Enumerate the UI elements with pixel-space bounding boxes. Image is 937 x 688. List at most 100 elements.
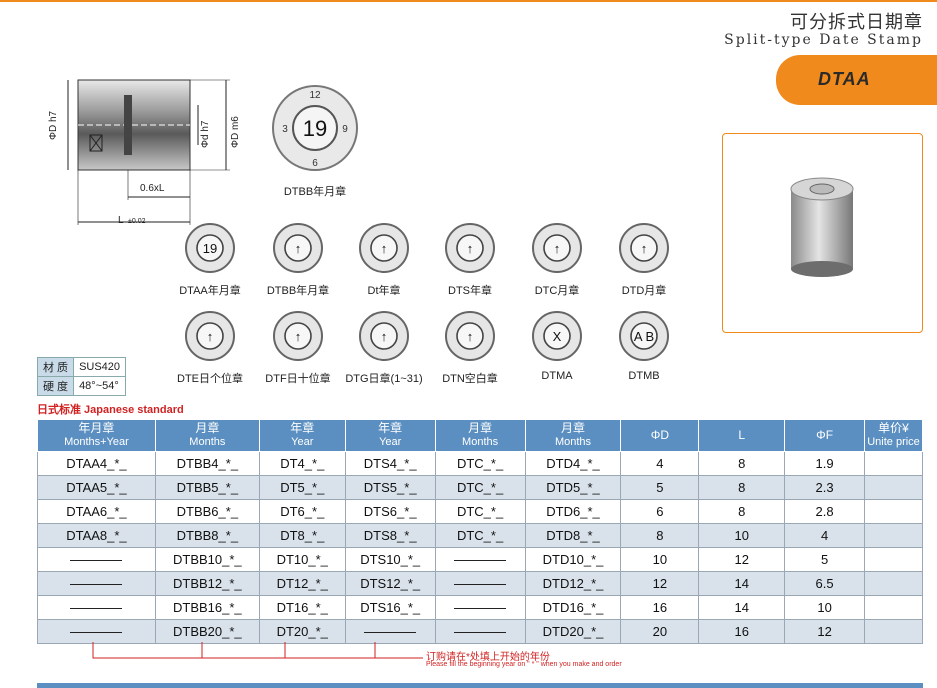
table-cell: DTBB6_*_ xyxy=(154,499,260,524)
stamp-face: ↑ xyxy=(359,223,409,273)
material-row: 材 质 SUS420 xyxy=(36,357,127,377)
dash-line xyxy=(454,560,507,562)
table-cell: DT6_*_ xyxy=(258,499,346,524)
column-header-cn: ΦD xyxy=(650,428,670,442)
table-cell: 8 xyxy=(620,523,700,548)
column-header-en: Months+Year xyxy=(64,436,129,448)
table-cell xyxy=(864,499,923,524)
table-cell: DTAA8_*_ xyxy=(37,523,156,548)
column-header-cn: 年章 xyxy=(290,421,315,435)
stamp-face: 19 xyxy=(185,223,235,273)
svg-text:12: 12 xyxy=(309,90,321,101)
stamp-label: DTN空白章 xyxy=(442,373,498,385)
table-cell xyxy=(864,475,923,500)
stamp-label: DTC月章 xyxy=(534,285,580,297)
stamp-face: ↑ xyxy=(273,223,323,273)
column-header-en: Unite price xyxy=(867,436,920,448)
table-cell: DT10_*_ xyxy=(258,547,346,572)
column-header-en: Months xyxy=(189,436,226,448)
column-header: 单价¥Unite price xyxy=(864,419,923,452)
column-header: L xyxy=(698,419,786,452)
product-code: DTAA xyxy=(818,69,871,89)
table-cell: 8 xyxy=(698,475,786,500)
order-note-cn: 订购请在*处填上开始的年份 xyxy=(426,652,550,663)
table-cell: DTBB20_*_ xyxy=(154,619,260,644)
table-cell: DTD6_*_ xyxy=(524,499,622,524)
stamp-label: DTE日个位章 xyxy=(177,373,243,385)
stamp-face: X xyxy=(532,311,582,361)
page-title-cn: 可分拆式日期章 xyxy=(790,12,923,33)
dash-line xyxy=(454,584,507,586)
table-cell xyxy=(434,547,526,572)
column-header-en: Year xyxy=(291,436,314,448)
table-cell: DTD20_*_ xyxy=(524,619,622,644)
table-cell: DTS16_*_ xyxy=(344,595,436,620)
svg-text:9: 9 xyxy=(342,124,348,135)
stamp-center-glyph: ↑ xyxy=(467,241,474,256)
stamp-face: A B xyxy=(619,311,669,361)
table-cell: DT16_*_ xyxy=(258,595,346,620)
table-row: DTAA6_*_DTBB6_*_DT6_*_DTS6_*_DTC_*_DTD6_… xyxy=(37,499,923,524)
dim-id-h7: Φd h7 xyxy=(200,120,211,148)
stamp-face: ↑ xyxy=(445,223,495,273)
stamp-face: ↑ xyxy=(185,311,235,361)
stamp-center-glyph: ↑ xyxy=(641,241,648,256)
material-table: 材 质 SUS420 硬 度 48°~54° xyxy=(36,357,127,396)
stamp-label: DTD月章 xyxy=(621,285,667,297)
hardness-label: 硬 度 xyxy=(36,376,75,396)
stamp-label: DTBB年月章 xyxy=(266,285,330,297)
table-cell: DTC_*_ xyxy=(434,499,526,524)
table-cell xyxy=(864,547,923,572)
table-cell: DTS12_*_ xyxy=(344,571,436,596)
large-stamp-face: 19 12 9 6 3 xyxy=(272,85,358,171)
table-cell xyxy=(434,619,526,644)
table-cell: 4 xyxy=(620,451,700,476)
column-header-cn: 年月章 xyxy=(78,421,115,435)
table-cell: 6.5 xyxy=(784,571,866,596)
table-cell: DT8_*_ xyxy=(258,523,346,548)
table-cell: 8 xyxy=(698,499,786,524)
table-cell: 6 xyxy=(620,499,700,524)
table-cell: 10 xyxy=(698,523,786,548)
bottom-bar xyxy=(37,683,923,688)
svg-text:3: 3 xyxy=(282,124,288,135)
table-cell: DT5_*_ xyxy=(258,475,346,500)
column-header-cn: 单价¥ xyxy=(878,421,909,435)
dash-line xyxy=(454,632,507,634)
spec-table-body: DTAA4_*_DTBB4_*_DT4_*_DTS4_*_DTC_*_DTD4_… xyxy=(37,451,923,644)
column-header-en: Months xyxy=(554,436,592,448)
table-cell: DTC_*_ xyxy=(434,451,526,476)
top-accent-line xyxy=(0,0,937,2)
material-label: 材 质 xyxy=(36,357,75,377)
column-header-cn: 月章 xyxy=(195,421,220,435)
dash-line xyxy=(454,608,507,610)
table-cell: 5 xyxy=(784,547,866,572)
table-cell: 20 xyxy=(620,619,700,644)
stamp-center-glyph: ↑ xyxy=(381,329,388,344)
table-cell: DTBB12_*_ xyxy=(154,571,260,596)
table-cell: DTS4_*_ xyxy=(344,451,436,476)
stamp-face: ↑ xyxy=(273,311,323,361)
table-cell xyxy=(864,451,923,476)
table-cell: 4 xyxy=(784,523,866,548)
table-cell xyxy=(864,523,923,548)
table-cell: DTD5_*_ xyxy=(524,475,622,500)
dim-len-part: 0.6xL xyxy=(140,183,165,194)
table-cell: DTD12_*_ xyxy=(524,571,622,596)
dim-len-group: L ±0.02 xyxy=(118,210,145,228)
stamp-center-glyph: ↑ xyxy=(554,241,561,256)
table-cell: 1.9 xyxy=(784,451,866,476)
order-note-en: Please fill the beginning year on " * " … xyxy=(426,661,622,668)
product-photo xyxy=(790,177,854,277)
table-cell: 16 xyxy=(698,619,786,644)
table-cell: DT12_*_ xyxy=(258,571,346,596)
dim-od-m6: ΦD m6 xyxy=(230,116,241,148)
table-cell: DTBB8_*_ xyxy=(154,523,260,548)
